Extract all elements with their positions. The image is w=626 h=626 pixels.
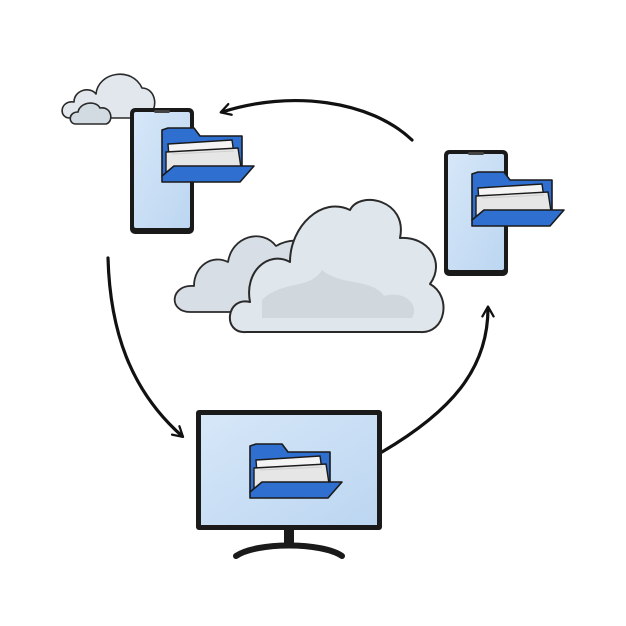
desktop-monitor <box>196 410 382 559</box>
arrow-monitor-to-right-phone <box>380 305 495 454</box>
smartphone-left <box>130 108 255 234</box>
folder-icon <box>249 443 343 499</box>
cloud-small-icon <box>61 73 156 125</box>
arrow-right-to-left-phone <box>219 98 414 142</box>
folder-icon <box>161 127 255 183</box>
arrow-left-phone-to-monitor <box>106 256 185 439</box>
cloud-center-icon <box>173 198 445 334</box>
smartphone-right <box>444 150 565 276</box>
folder-icon <box>471 171 565 227</box>
